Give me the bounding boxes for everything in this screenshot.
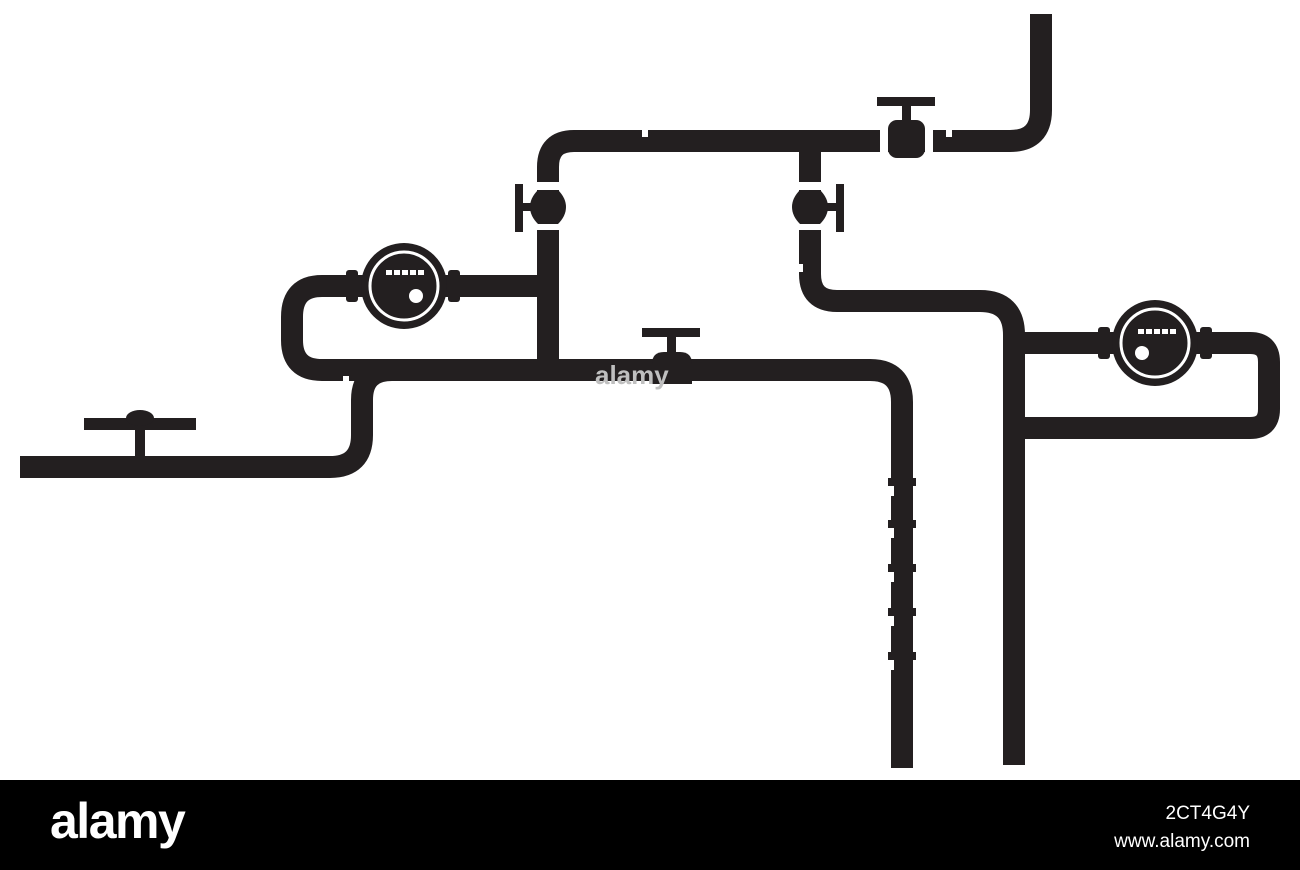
riser-pipe-left [537, 14, 1052, 370]
meter-loop-pipe-right [1014, 332, 1280, 439]
branch-pipe-right [799, 141, 1025, 765]
valve-riser-left [515, 182, 566, 232]
valve-middle [642, 328, 700, 384]
pipe-couplings [888, 478, 916, 660]
image-id: 2CT4G4Y [1165, 803, 1250, 824]
water-meter-right [1098, 300, 1212, 386]
site-url: www.alamy.com [1114, 831, 1250, 852]
valve-top [877, 97, 935, 158]
pipe-joints [343, 129, 952, 670]
alamy-logo: alamy [50, 793, 186, 849]
meter-loop-pipe-left [281, 275, 548, 381]
water-meter-left [346, 243, 460, 329]
valve-branch-right [792, 182, 844, 232]
watermark: alamy [595, 360, 669, 390]
plumbing-diagram: alamy [20, 14, 1280, 768]
valve-left [84, 410, 196, 456]
stock-footer: alamy 2CT4G4Y www.alamy.com [0, 780, 1300, 870]
